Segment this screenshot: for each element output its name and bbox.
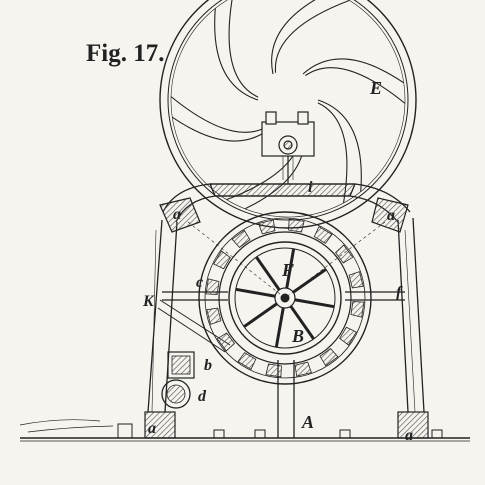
- curved-spoke: [271, 0, 316, 75]
- wheel-spoke: [292, 268, 327, 294]
- label-d: d: [198, 388, 207, 405]
- wheel-spoke: [289, 305, 315, 340]
- curved-spoke: [305, 67, 406, 104]
- ring-segment: [313, 226, 333, 244]
- corner-block-right: [371, 197, 409, 233]
- foot-block-left: [144, 411, 176, 439]
- ring-segment: [339, 326, 357, 346]
- ring-segment: [288, 218, 305, 233]
- curved-spoke: [302, 58, 405, 84]
- ring-segment: [206, 307, 222, 325]
- ring-segment: [294, 361, 312, 377]
- figure-title: Fig. 17.: [86, 40, 165, 67]
- frame-leg-right: [397, 217, 425, 413]
- ring-segment: [348, 271, 364, 289]
- foot-block-right: [397, 411, 429, 439]
- label-F: F: [281, 260, 294, 280]
- wheel-spokes: [235, 248, 335, 348]
- ring-segment: [350, 301, 365, 318]
- ring-segments: [205, 218, 365, 378]
- label-a-left: a: [173, 206, 181, 223]
- ring-segment: [334, 244, 354, 264]
- top-wheel-hub: [261, 111, 315, 184]
- label-E: E: [369, 78, 382, 98]
- ring-segment: [237, 352, 257, 370]
- wheel-spoke: [235, 287, 276, 298]
- horizontal-bar-right: [345, 291, 405, 301]
- curved-spoke: [317, 99, 362, 192]
- ring-segment: [216, 332, 236, 352]
- top-wheel: [159, 0, 417, 229]
- segmented-ring: [198, 211, 372, 385]
- ring-segment: [319, 347, 339, 367]
- curved-spoke: [228, 0, 259, 98]
- ring-segment: [205, 278, 220, 295]
- ground-line: [19, 419, 470, 442]
- label-b: b: [204, 357, 212, 374]
- inner-wheel: [228, 241, 342, 355]
- curved-spoke: [317, 102, 348, 204]
- label-a-bottom-left: a: [148, 420, 156, 437]
- label-K: K: [142, 293, 155, 310]
- curved-spoke: [170, 96, 271, 133]
- wheel-spoke: [274, 307, 285, 348]
- label-c: c: [196, 274, 203, 291]
- curved-spoke: [214, 8, 259, 101]
- wheel-spoke: [294, 298, 335, 309]
- label-f: f: [396, 284, 403, 301]
- label-B: B: [291, 326, 304, 346]
- label-i: i: [308, 179, 313, 196]
- wheel-spoke: [243, 302, 278, 328]
- ring-segment: [265, 363, 282, 378]
- label-A: A: [301, 412, 314, 432]
- curved-spoke: [171, 116, 274, 142]
- curved-spoke: [274, 0, 350, 73]
- base-bolts: [117, 423, 443, 439]
- wheel-spoke: [255, 256, 281, 291]
- diagonal-struts: [157, 299, 231, 353]
- ring-segment: [231, 229, 251, 249]
- roller-d: [161, 379, 191, 409]
- block-b: [167, 351, 195, 379]
- label-a-bottom-right: a: [405, 427, 413, 444]
- label-a-right: a: [387, 207, 395, 224]
- wheel-spoke: [285, 248, 296, 289]
- ring-segment: [213, 250, 231, 270]
- frame-leg-left: [147, 219, 178, 413]
